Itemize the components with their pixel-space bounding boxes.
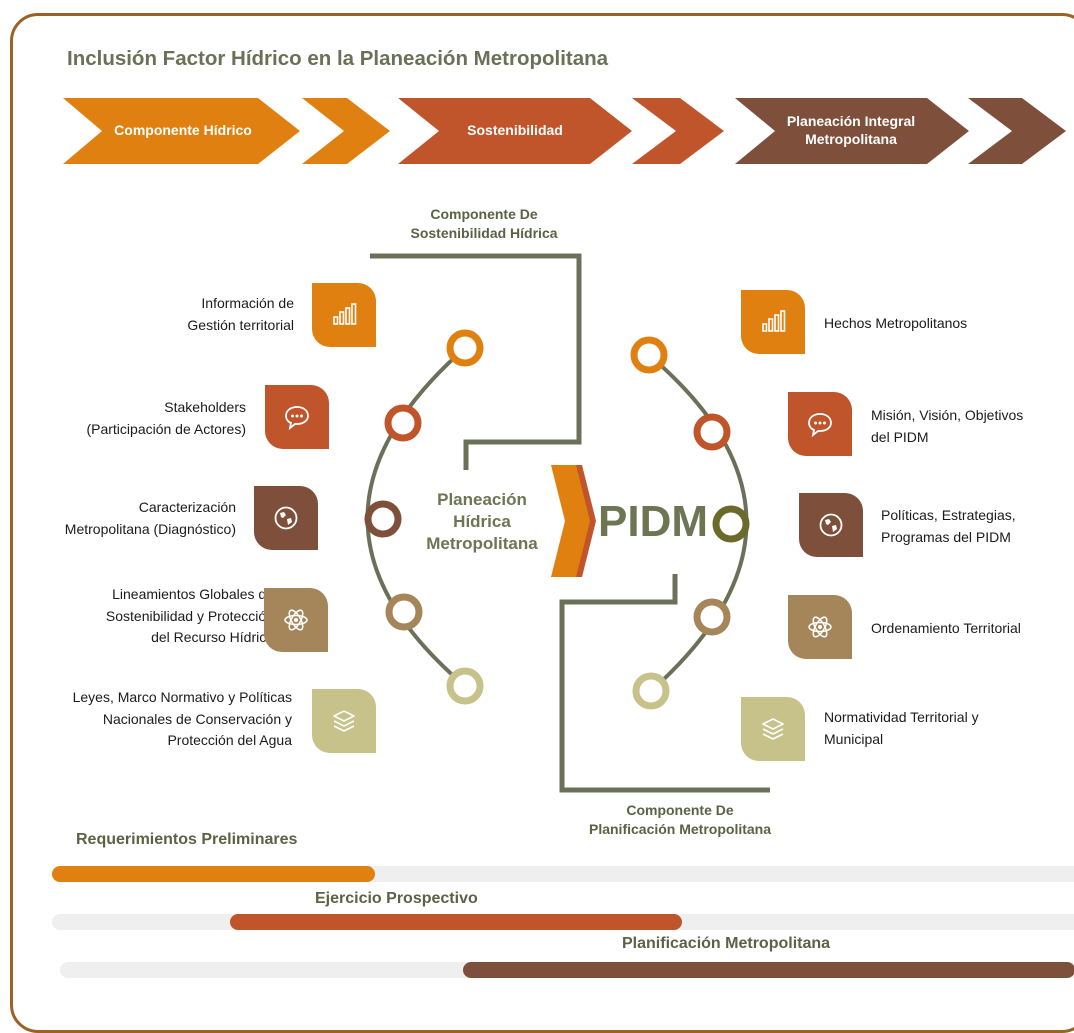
right-item-label-4: Ordenamiento Territorial [871,620,1021,636]
ring-left-2 [384,404,422,442]
ring-left-4 [385,593,423,631]
section-sostenibilidad-hidrica: Componente De Sostenibilidad Hídrica [410,206,558,241]
arrow-planeacion-integral [735,98,969,164]
ring-left-3 [364,500,402,538]
arrow-label-sostenibilidad: Sostenibilidad [467,122,563,138]
left-tile-1 [312,283,376,347]
ring-right-4 [693,598,731,636]
page-title: Inclusión Factor Hídrico en la Planeació… [67,47,609,70]
right-tile-4 [788,595,852,659]
right-item-label-2: Misión, Visión, Objetivos del PIDM [871,407,1024,445]
left-item-label-1: Información de Gestión territorial [187,295,294,333]
center-pidm-text: PIDM [598,497,708,546]
globe-icon [819,513,843,537]
arrow-label-componente-hidrico: Componente Hídrico [114,122,252,138]
top-connector [370,253,582,470]
chat-bubble-icon [808,413,832,437]
right-tile-1 [741,290,805,354]
left-item-label-2: Stakeholders (Participación de Actores) [86,399,246,437]
atom-icon [808,616,832,638]
right-item-label-1: Hechos Metropolitanos [824,315,968,331]
left-tile-4 [264,588,328,652]
chat-bubble-icon [285,406,309,430]
ring-right-1 [630,336,668,374]
chevron-brown [968,98,1066,164]
arrow-label-planeacion-integral: Planeación Integral Metropolitana [786,113,916,147]
left-tile-3 [254,486,318,550]
right-item-label-3: Políticas, Estrategias, Programas del PI… [881,507,1016,545]
globe-icon [274,506,298,530]
layers-icon [333,710,355,732]
section-planificacion-metropolitana: Componente De Planificación Metropolitan… [588,802,772,837]
right-item-label-5: Normatividad Territorial y Municipal [824,709,979,747]
center-chevron-front [551,465,590,577]
ring-left-1 [446,329,484,367]
timeline-bar-requerimientos [52,866,375,882]
bar-chart-icon [333,303,357,325]
bottom-connector [559,574,770,793]
right-tile-2 [788,392,852,456]
layers-icon [762,718,784,740]
timeline-label-planificacion: Planificación Metropolitana [622,935,831,952]
right-tile-5 [741,697,805,761]
chevron-orange [302,98,390,164]
timeline-bar-ejercicio [230,914,682,930]
arrow-sostenibilidad [398,98,632,164]
arrow-componente-hidrico [63,98,300,164]
left-tile-2 [265,385,329,449]
left-item-label-5: Leyes, Marco Normativo y Políticas Nacio… [72,689,292,748]
ring-left-5 [446,667,484,705]
ring-right-2 [693,413,731,451]
timeline-label-requerimientos: Requerimientos Preliminares [76,831,298,848]
right-tile-3 [799,493,863,557]
atom-icon [284,609,308,631]
bar-chart-icon [762,310,786,332]
left-item-label-4: Lineamientos Globales de Sostenibilidad … [105,586,274,645]
center-left-text: Planeación Hídrica Metropolitana [426,490,538,553]
ring-right-5 [632,672,670,710]
left-item-label-3: Caracterización Metropolitana (Diagnósti… [64,499,236,537]
left-tile-5 [312,689,376,753]
ring-right-3 [712,505,750,543]
chevron-rust [632,98,724,164]
timeline-label-ejercicio: Ejercicio Prospectivo [315,890,478,907]
timeline-bar-planificacion [463,962,1074,978]
